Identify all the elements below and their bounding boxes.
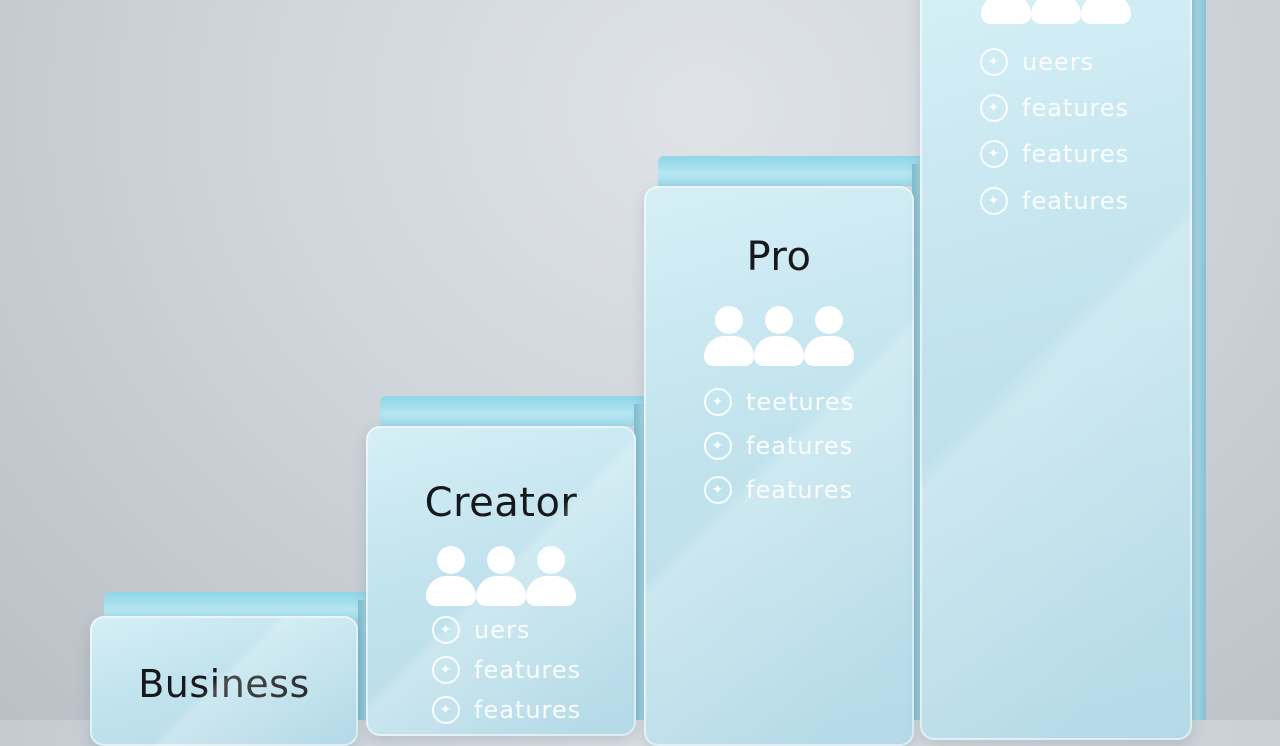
user-icon (754, 306, 804, 368)
feature-label: features (746, 476, 854, 504)
block-top-face (380, 396, 648, 426)
user-icon (426, 546, 476, 608)
block-front: Creator ✦ uers ✦ features ✦ features (366, 426, 636, 736)
feature-row: ✦ features (980, 94, 1129, 122)
feature-icon: ✦ (980, 94, 1008, 122)
feature-label: uers (474, 616, 531, 644)
block-front: ✦ ueers ✦ features ✦ features ✦ features (920, 0, 1192, 740)
users-icon-group (644, 306, 914, 368)
feature-label: ueers (1022, 48, 1095, 76)
feature-row: ✦ features (980, 140, 1129, 168)
tier-title: Business (138, 662, 310, 706)
feature-row: ✦ features (980, 187, 1129, 215)
user-icon (804, 306, 854, 368)
feature-row: ✦ features (704, 476, 853, 504)
feature-row: ✦ features (432, 696, 581, 724)
feature-icon: ✦ (980, 48, 1008, 76)
feature-icon: ✦ (980, 140, 1008, 168)
feature-icon: ✦ (704, 388, 732, 416)
feature-label: features (1022, 140, 1130, 168)
feature-icon: ✦ (980, 187, 1008, 215)
feature-label: features (746, 432, 854, 460)
user-icon (476, 546, 526, 608)
tier-block-creator: Creator ✦ uers ✦ features ✦ features (366, 396, 656, 736)
users-icon-group (366, 546, 636, 608)
tier-block-pro: Pro ✦ teetures ✦ features ✦ features (644, 156, 940, 746)
feature-icon: ✦ (704, 476, 732, 504)
tier-title: Pro (746, 234, 812, 280)
feature-row: ✦ teetures (704, 388, 854, 416)
tier-block-business: Business (90, 592, 380, 746)
feature-row: ✦ features (432, 656, 581, 684)
user-icon (1081, 0, 1131, 26)
tier-block-top: ✦ ueers ✦ features ✦ features ✦ features (920, 0, 1210, 740)
feature-icon: ✦ (432, 656, 460, 684)
user-icon (1031, 0, 1081, 26)
feature-label: features (474, 696, 582, 724)
feature-label: teetures (746, 388, 855, 416)
user-icon (704, 306, 754, 368)
feature-row: ✦ features (704, 432, 853, 460)
feature-label: features (1022, 94, 1130, 122)
feature-label: features (474, 656, 582, 684)
users-icon-group (920, 0, 1192, 26)
user-icon (526, 546, 576, 608)
feature-row: ✦ uers (432, 616, 530, 644)
block-top-face (658, 156, 932, 186)
block-front: Business (90, 616, 358, 746)
block-side-face (1188, 0, 1206, 720)
feature-label: features (1022, 187, 1130, 215)
user-icon (981, 0, 1031, 26)
feature-icon: ✦ (432, 616, 460, 644)
feature-icon: ✦ (704, 432, 732, 460)
feature-row: ✦ ueers (980, 48, 1094, 76)
block-front: Pro ✦ teetures ✦ features ✦ features (644, 186, 914, 746)
tier-title: Creator (424, 480, 578, 526)
pricing-tiers-illustration: Business Creator ✦ uers ✦ features ✦ fea (90, 0, 1210, 746)
